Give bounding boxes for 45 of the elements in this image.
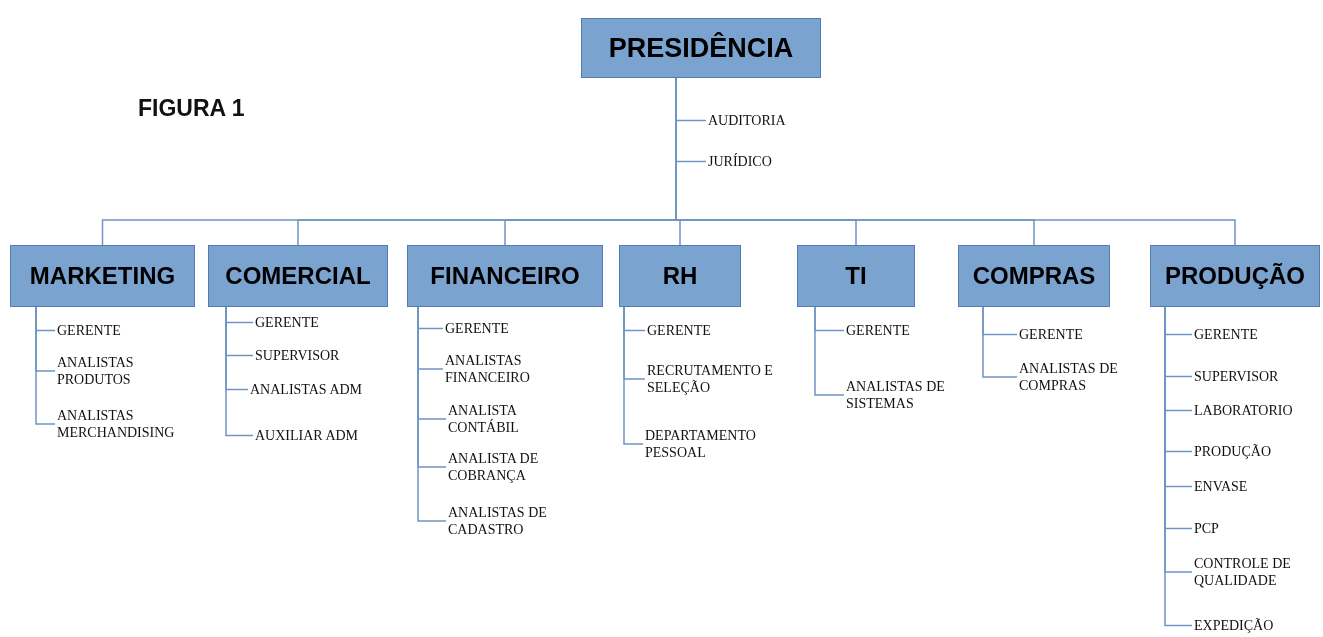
department-box: COMERCIAL [208, 245, 388, 307]
department-box: COMPRAS [958, 245, 1110, 307]
position-label: RECRUTAMENTO E SELEÇÃO [647, 362, 807, 396]
position-label: SUPERVISOR [255, 347, 340, 364]
staff-label: JURÍDICO [708, 153, 772, 170]
position-label: GERENTE [57, 322, 121, 339]
position-label: AUXILIAR ADM [255, 427, 359, 444]
position-label: GERENTE [846, 322, 910, 339]
figure-title: FIGURA 1 [138, 95, 245, 122]
connector-line [982, 306, 1018, 378]
connector-line [225, 306, 254, 437]
position-label: ANALISTA DE COBRANÇA [448, 450, 578, 484]
position-label: ANALISTAS FINANCEIRO [445, 352, 565, 386]
position-label: GERENTE [1019, 326, 1083, 343]
staff-label: AUDITORIA [708, 112, 786, 129]
department-box: FINANCEIRO [407, 245, 603, 307]
position-label: ANALISTAS DE SISTEMAS [846, 378, 974, 412]
president-box: PRESIDÊNCIA [581, 18, 821, 78]
position-label: PRODUÇÃO [1194, 443, 1271, 460]
position-label: EXPEDIÇÃO [1194, 617, 1274, 634]
department-box: MARKETING [10, 245, 195, 307]
department-box: PRODUÇÃO [1150, 245, 1320, 307]
department-box: RH [619, 245, 741, 307]
position-label: ANALISTAS DE COMPRAS [1019, 360, 1139, 394]
position-label: DEPARTAMENTO PESSOAL [645, 427, 795, 461]
position-label: GERENTE [255, 314, 319, 331]
department-box: TI [797, 245, 915, 307]
position-label: ANALISTAS DE CADASTRO [448, 504, 588, 538]
connector-line [814, 306, 845, 396]
position-label: LABORATORIO [1194, 402, 1293, 419]
position-label: ANALISTAS MERCHANDISING [57, 407, 207, 441]
connector-line [623, 306, 644, 445]
position-label: ANALISTAS ADM [250, 381, 363, 398]
connector-line [35, 306, 56, 425]
position-label: GERENTE [1194, 326, 1258, 343]
position-label: ENVASE [1194, 478, 1248, 495]
position-label: SUPERVISOR [1194, 368, 1279, 385]
position-label: GERENTE [647, 322, 711, 339]
position-label: ANALISTA CONTÁBIL [448, 402, 558, 436]
connector-line [1164, 306, 1193, 627]
position-label: CONTROLE DE QUALIDADE [1194, 555, 1319, 589]
connector-line [417, 306, 447, 522]
position-label: PCP [1194, 520, 1219, 537]
position-label: GERENTE [445, 320, 509, 337]
position-label: ANALISTAS PRODUTOS [57, 354, 177, 388]
